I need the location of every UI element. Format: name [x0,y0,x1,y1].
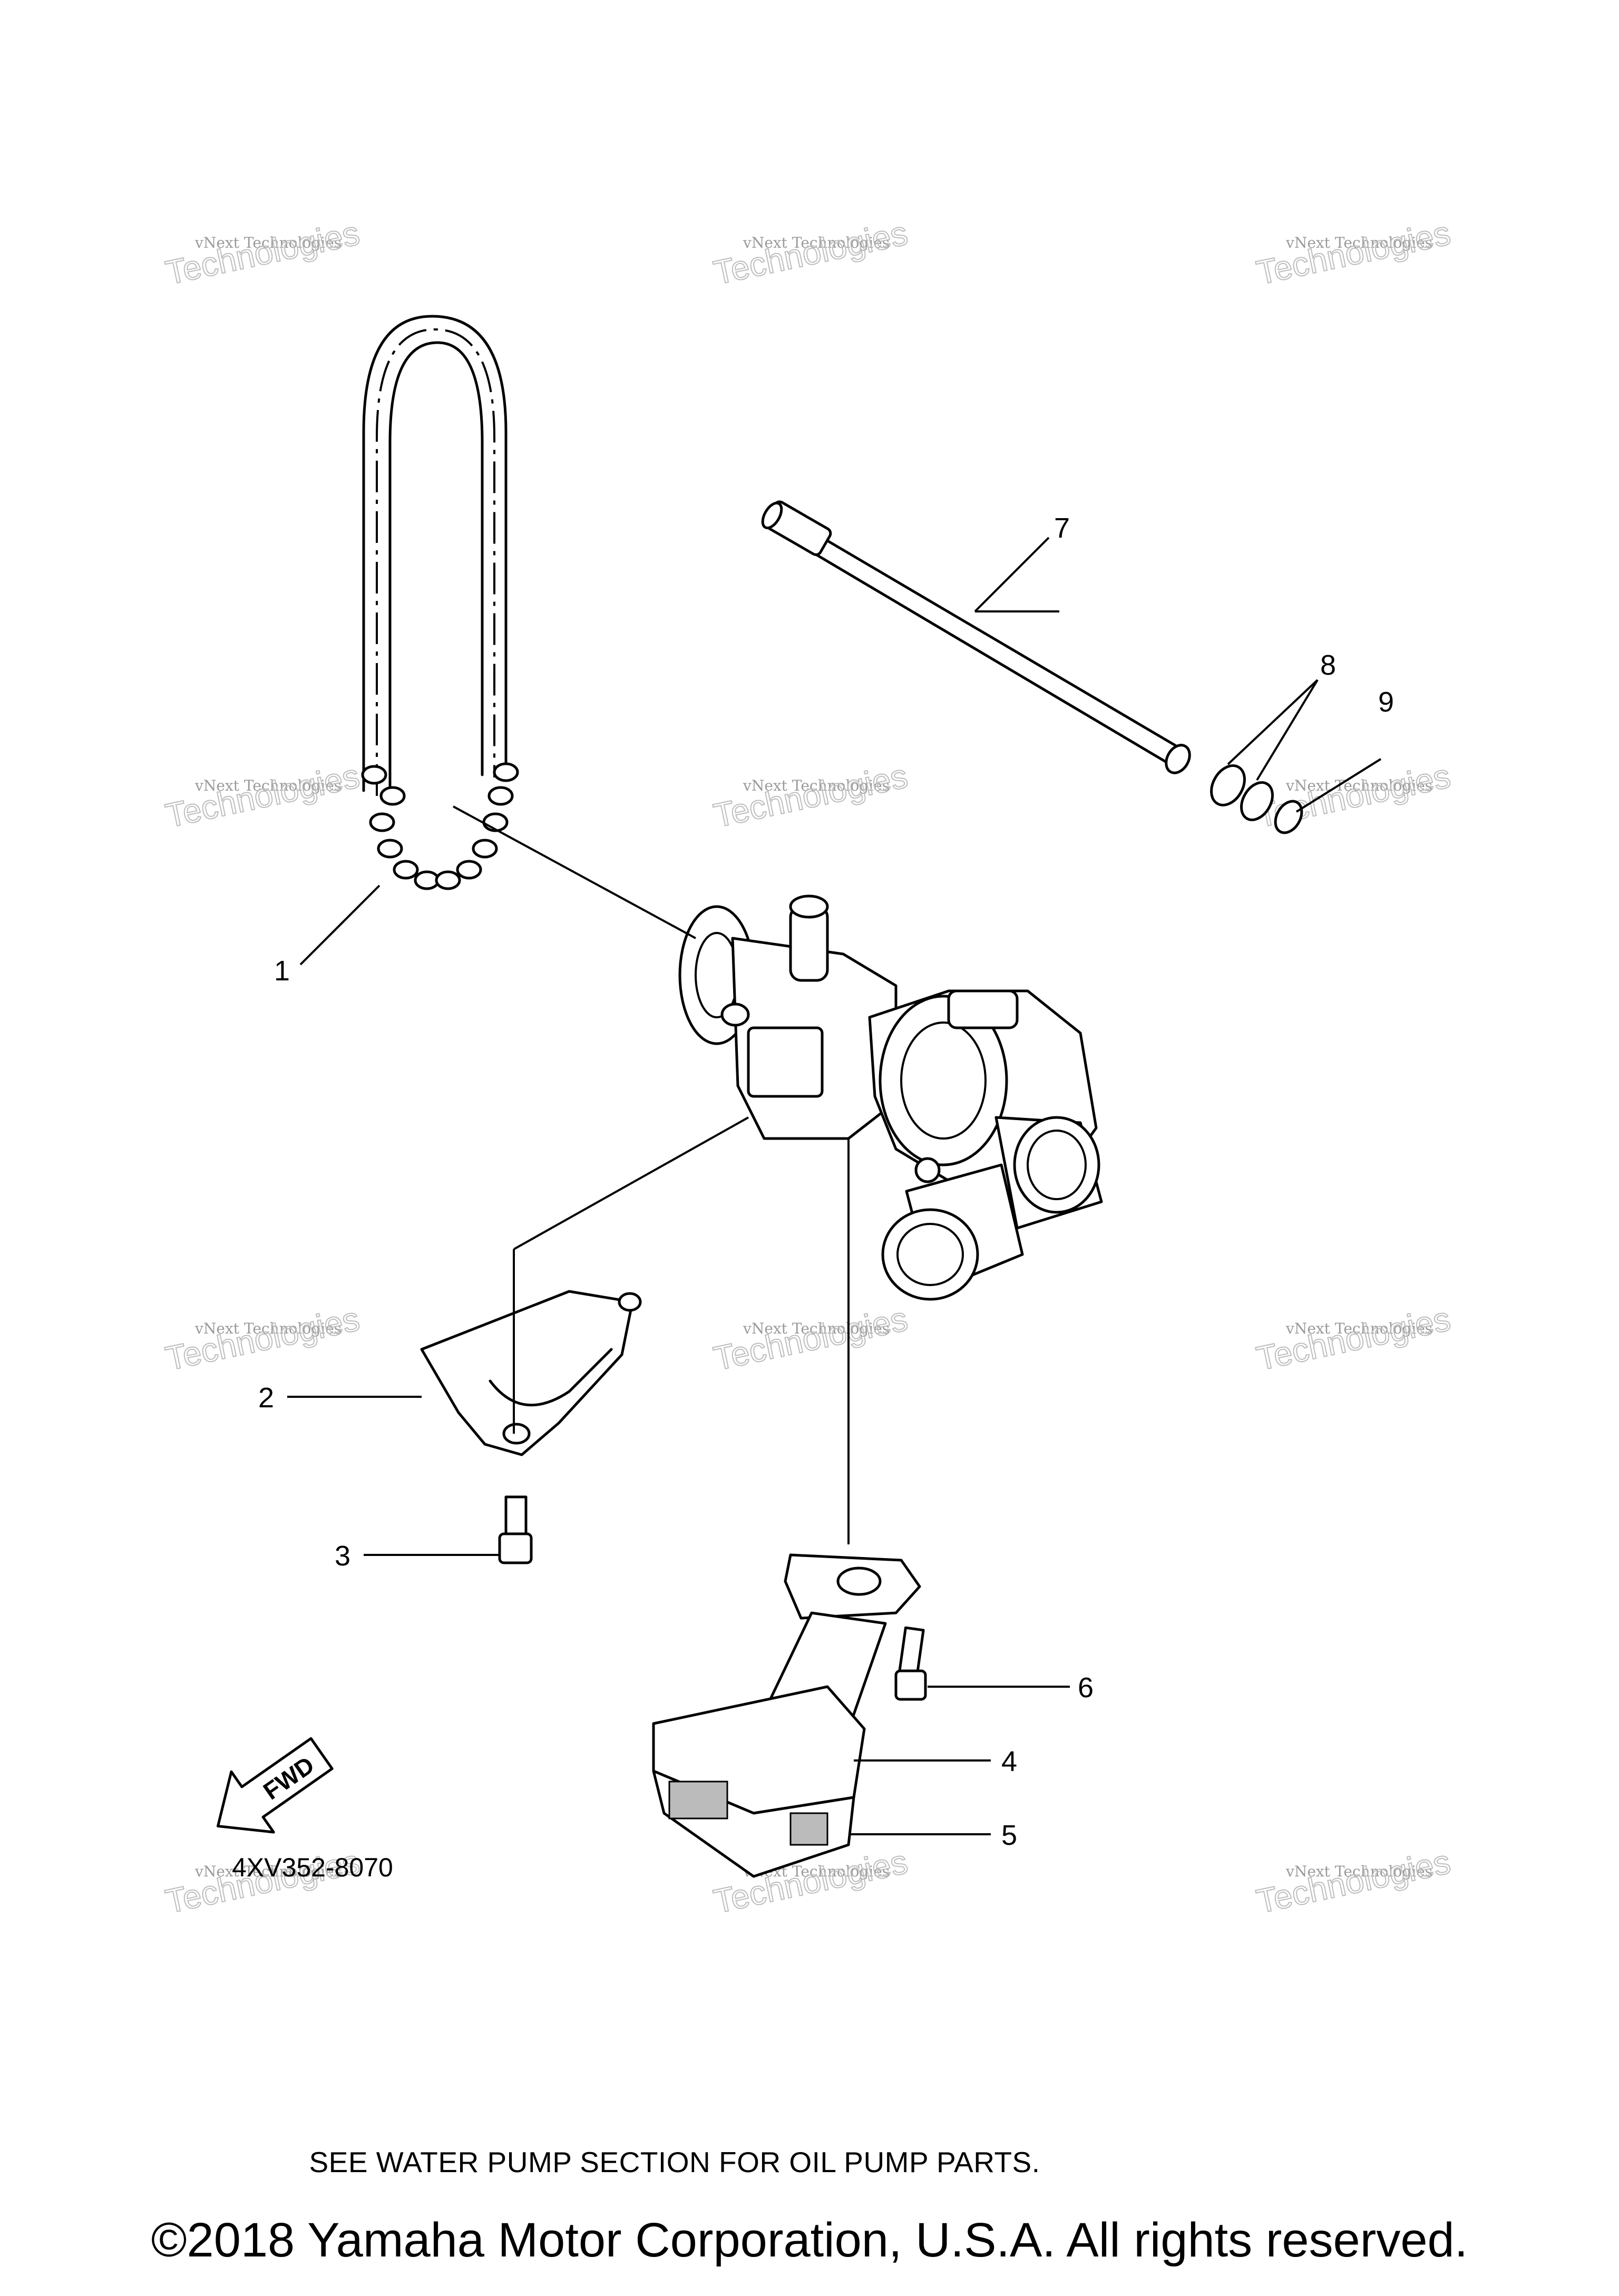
part-code: 4XV352-8070 [232,1853,393,1882]
watermark: vNext Technologies Technologies [162,1299,363,1378]
svg-text:Technologies: Technologies [1253,214,1454,292]
watermark: vNext Technologies Technologies [710,1299,911,1378]
pump-shaft [761,500,1191,774]
callout-3: 3 [335,1540,350,1572]
svg-text:vNext Technologies: vNext Technologies [743,1320,890,1337]
svg-text:vNext Technologies: vNext Technologies [194,777,342,794]
pump-cover [420,1290,642,1456]
diagram-note: SEE WATER PUMP SECTION FOR OIL PUMP PART… [309,2146,1040,2178]
watermark: vNext Technologies Technologies [1253,1842,1454,1921]
svg-text:vNext Technologies: vNext Technologies [194,1320,342,1337]
svg-text:Technologies: Technologies [710,1300,911,1378]
svg-text:vNext Technologies: vNext Technologies [1285,1320,1432,1337]
callout-1: 1 [274,955,290,987]
callout-9: 9 [1378,686,1394,718]
svg-text:vNext Technologies: vNext Technologies [743,777,890,794]
cover-bolt [498,1495,533,1564]
pump-assembly [678,894,1103,1301]
svg-text:vNext Technologies: vNext Technologies [1285,1863,1432,1880]
svg-text:vNext Technologies: vNext Technologies [1285,777,1432,794]
watermark: vNext Technologies Technologies [1253,213,1454,293]
watermark: vNext Technologies Technologies [162,756,363,835]
watermark: vNext Technologies Technologies [710,756,911,835]
drive-chain [361,315,519,890]
svg-text:Technologies: Technologies [1253,1300,1454,1378]
strainer-bolt [894,1626,927,1701]
callout-labels: 1 2 3 4 5 6 7 8 9 [258,512,1394,1851]
copyright: ©2018 Yamaha Motor Corporation, U.S.A. A… [151,2213,1468,2267]
svg-text:vNext Technologies: vNext Technologies [1285,234,1432,251]
callout-6: 6 [1078,1672,1094,1704]
watermark: vNext Technologies Technologies [1253,1299,1454,1378]
chain-links [361,762,519,890]
svg-text:Technologies: Technologies [1253,1843,1454,1921]
callout-4: 4 [1001,1746,1017,1777]
svg-text:vNext Technologies: vNext Technologies [743,234,890,251]
svg-text:Technologies: Technologies [710,214,911,292]
svg-text:Technologies: Technologies [162,1300,363,1378]
callout-5: 5 [1001,1820,1017,1851]
svg-text:vNext Technologies: vNext Technologies [194,234,342,251]
svg-text:vNext Technologies: vNext Technologies [194,1863,342,1880]
svg-text:Technologies: Technologies [162,757,363,835]
watermark: vNext Technologies Technologies [162,213,363,293]
fwd-arrow: FWD [217,1737,334,1834]
svg-text:Technologies: Technologies [162,214,363,292]
callout-8: 8 [1320,649,1336,681]
svg-text:Technologies: Technologies [710,757,911,835]
oil-strainer [652,1553,921,1878]
callout-7: 7 [1054,512,1070,544]
callout-2: 2 [258,1382,274,1414]
watermark: vNext Technologies Technologies [710,213,911,293]
o-rings [1210,764,1303,834]
leader-lines [287,537,1382,1835]
